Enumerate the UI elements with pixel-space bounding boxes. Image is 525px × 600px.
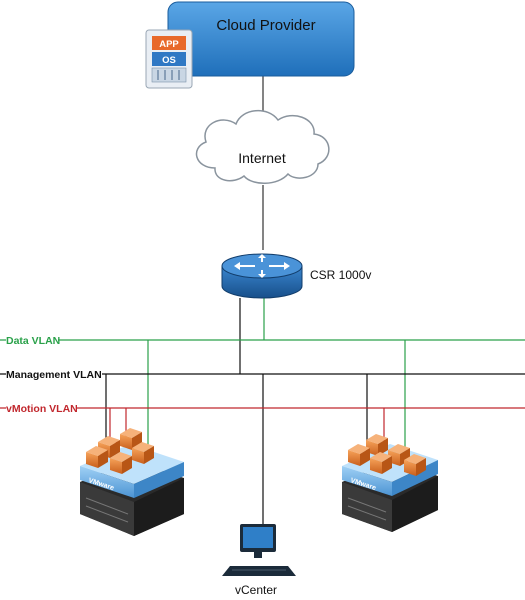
vmware-host-icon: VMware [342,434,438,532]
os-label: OS [162,55,176,66]
vmware-host-icon: VMware [80,428,184,536]
app-os-stack-icon: APP OS [145,29,193,89]
connection-lines [105,76,406,524]
cloud-provider-node: Cloud Provider APP OS [145,1,355,89]
internet-node: Internet [195,110,330,184]
computer-icon [222,524,296,576]
esxi-host-1: VMware [80,428,184,536]
vm-boxes [86,428,154,474]
vmotion-vlan-label: vMotion VLAN [6,403,78,415]
vm-boxes [348,434,426,476]
data-vlan-label: Data VLAN [6,335,60,347]
management-vlan-label: Management VLAN [6,369,102,381]
router-node: CSR 1000v [221,253,371,299]
router-label: CSR 1000v [310,268,371,282]
cloud-provider-label: Cloud Provider [216,17,315,34]
app-label: APP [159,39,179,50]
vcenter-node: vCenter [222,524,296,597]
esxi-host-2: VMware [342,434,438,532]
vcenter-label: vCenter [235,583,277,597]
router-icon [221,253,303,299]
internet-label: Internet [238,150,286,166]
cloud-icon [195,110,330,184]
